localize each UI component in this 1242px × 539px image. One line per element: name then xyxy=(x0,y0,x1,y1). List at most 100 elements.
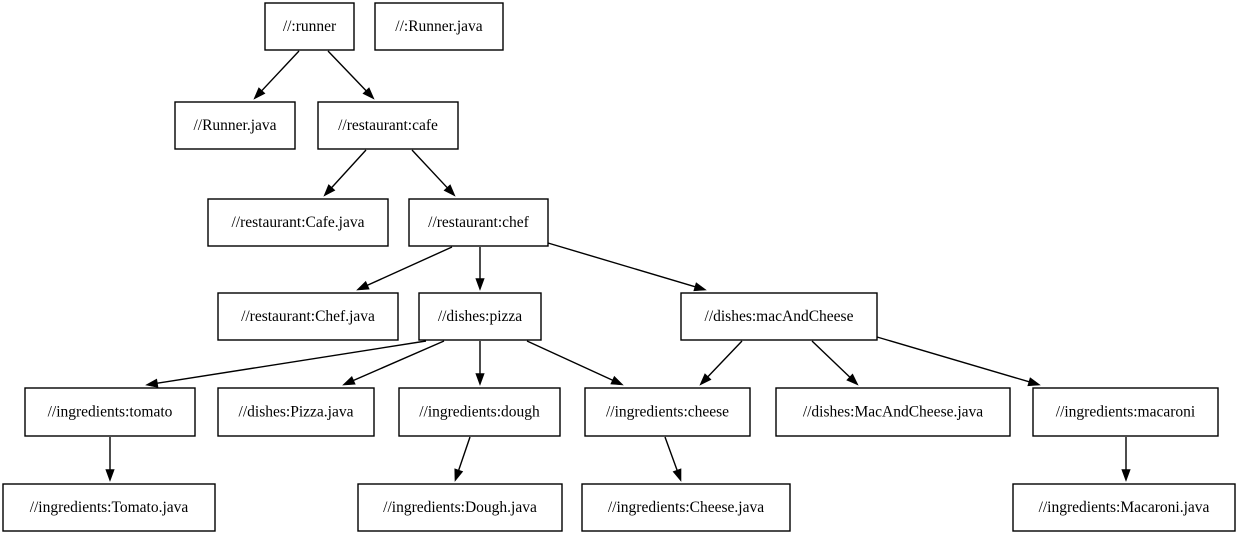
graph-node-dishes_pizza[interactable]: //dishes:pizza xyxy=(418,292,542,341)
node-label: //ingredients:Macaroni.java xyxy=(1039,499,1210,516)
node-box[interactable] xyxy=(2,483,216,532)
edge-arrowhead-icon xyxy=(145,378,159,388)
graph-node-restaurant_chef_java[interactable]: //restaurant:Chef.java xyxy=(217,292,399,341)
graph-node-ing_macaroni[interactable]: //ingredients:macaroni xyxy=(1032,387,1219,437)
node-label: //dishes:macAndCheese xyxy=(705,308,854,325)
edge-arrowhead-icon xyxy=(610,375,624,386)
edge-arrowhead-icon xyxy=(699,373,712,386)
edge-line xyxy=(350,340,445,383)
graph-edge xyxy=(327,50,375,100)
node-label: //ingredients:Dough.java xyxy=(383,499,537,516)
node-box[interactable] xyxy=(217,387,375,437)
node-box[interactable] xyxy=(174,101,296,150)
graph-edge xyxy=(547,242,707,292)
graph-node-ing_tomato_java[interactable]: //ingredients:Tomato.java xyxy=(2,483,216,532)
edge-arrowhead-icon xyxy=(1027,377,1041,387)
graph-edge xyxy=(699,340,743,386)
edge-arrowhead-icon xyxy=(475,373,485,386)
node-box[interactable] xyxy=(584,387,751,437)
graph-node-runner[interactable]: //:runner xyxy=(264,2,355,51)
graph-node-ing_cheese[interactable]: //ingredients:cheese xyxy=(584,387,751,437)
graph-edge xyxy=(356,246,453,291)
graph-node-restaurant_chef[interactable]: //restaurant:chef xyxy=(408,198,549,247)
graph-edge xyxy=(323,149,367,197)
graph-node-runner_java_root[interactable]: //:Runner.java xyxy=(374,2,504,51)
node-box[interactable] xyxy=(217,292,399,341)
node-box[interactable] xyxy=(357,483,563,532)
graph-node-dishes_macandcheese[interactable]: //dishes:macAndCheese xyxy=(680,292,878,341)
edge-line xyxy=(705,340,743,379)
edges-layer xyxy=(105,50,1131,482)
edge-arrowhead-icon xyxy=(454,468,464,482)
node-label: //ingredients:Cheese.java xyxy=(608,499,764,516)
edge-arrowhead-icon xyxy=(672,468,682,482)
graph-node-ing_dough_java[interactable]: //ingredients:Dough.java xyxy=(357,483,563,532)
graph-node-ing_cheese_java[interactable]: //ingredients:Cheese.java xyxy=(581,483,791,532)
graph-edge xyxy=(145,340,427,388)
graph-node-dishes_macandcheese_java[interactable]: //dishes:MacAndCheese.java xyxy=(775,387,1011,437)
graph-node-restaurant_cafe_java[interactable]: //restaurant:Cafe.java xyxy=(207,198,389,247)
graph-edge xyxy=(342,340,445,386)
node-box[interactable] xyxy=(680,292,878,341)
edge-line xyxy=(526,340,616,382)
graph-node-restaurant_cafe[interactable]: //restaurant:cafe xyxy=(317,101,459,150)
graph-edge xyxy=(454,436,471,482)
graph-edge xyxy=(411,149,456,197)
graph-node-ing_dough[interactable]: //ingredients:dough xyxy=(398,387,561,437)
graph-edge xyxy=(811,340,859,386)
edge-line xyxy=(364,246,453,287)
graph-edge xyxy=(526,340,624,386)
graph-node-ing_macaroni_java[interactable]: //ingredients:Macaroni.java xyxy=(1012,483,1236,532)
graph-edge xyxy=(105,437,115,482)
edge-line xyxy=(327,50,369,93)
node-label: //Runner.java xyxy=(193,117,276,134)
edge-line xyxy=(411,149,450,190)
edge-line xyxy=(154,340,427,385)
edge-line xyxy=(811,340,852,380)
node-box[interactable] xyxy=(775,387,1011,437)
node-box[interactable] xyxy=(264,2,355,51)
node-box[interactable] xyxy=(408,198,549,247)
graph-node-dishes_pizza_java[interactable]: //dishes:Pizza.java xyxy=(217,387,375,437)
graph-edge xyxy=(876,336,1041,387)
node-box[interactable] xyxy=(1012,483,1236,532)
edge-arrowhead-icon xyxy=(342,376,356,386)
node-box[interactable] xyxy=(1032,387,1219,437)
node-label: //ingredients:tomato xyxy=(48,404,173,421)
node-box[interactable] xyxy=(207,198,389,247)
edge-line xyxy=(664,436,679,473)
edge-arrowhead-icon xyxy=(356,280,370,291)
edge-arrowhead-icon xyxy=(443,184,456,197)
node-label: //restaurant:cafe xyxy=(338,117,438,134)
node-box[interactable] xyxy=(398,387,561,437)
edge-line xyxy=(259,50,300,93)
edge-arrowhead-icon xyxy=(105,469,115,482)
edge-arrowhead-icon xyxy=(323,184,336,197)
edge-line xyxy=(329,149,367,190)
node-label: //dishes:MacAndCheese.java xyxy=(803,404,983,421)
edge-arrowhead-icon xyxy=(1121,469,1131,482)
node-label: //ingredients:macaroni xyxy=(1056,404,1196,421)
graph-edge xyxy=(1121,437,1131,482)
node-label: //ingredients:dough xyxy=(419,404,540,421)
graph-node-ing_tomato[interactable]: //ingredients:tomato xyxy=(24,387,196,437)
node-box[interactable] xyxy=(581,483,791,532)
edge-arrowhead-icon xyxy=(846,373,859,386)
node-box[interactable] xyxy=(374,2,504,51)
node-label: //dishes:pizza xyxy=(438,308,522,325)
graph-node-runner_java[interactable]: //Runner.java xyxy=(174,101,296,150)
graph-edge xyxy=(475,341,485,386)
edge-arrowhead-icon xyxy=(253,87,266,100)
nodes-layer: //:runner //:Runner.java //Runner.java //re… xyxy=(2,2,1236,532)
node-label: //restaurant:chef xyxy=(428,214,530,231)
graph-edge xyxy=(253,50,300,100)
node-box[interactable] xyxy=(418,292,542,341)
node-label: //ingredients:Tomato.java xyxy=(30,499,189,516)
node-box[interactable] xyxy=(317,101,459,150)
edge-arrowhead-icon xyxy=(362,87,375,100)
node-box[interactable] xyxy=(24,387,196,437)
node-label: //restaurant:Cafe.java xyxy=(232,214,365,231)
node-label: //:runner xyxy=(283,18,337,35)
